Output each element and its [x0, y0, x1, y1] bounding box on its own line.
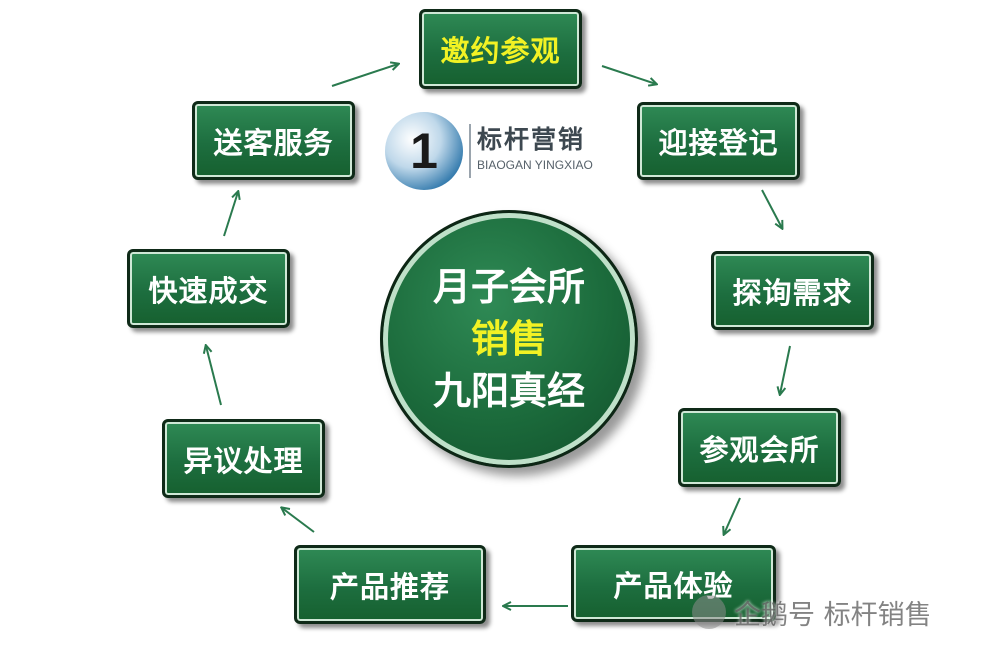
arrow-6 [282, 508, 315, 533]
step-explore-needs: 探询需求 [711, 251, 874, 330]
step-objection-handling: 异议处理 [162, 419, 325, 498]
center-line-1: 月子会所 [432, 265, 585, 309]
step-visit-center: 参观会所 [678, 408, 841, 487]
center-circle: 月子会所 销售 九阳真经 [380, 210, 638, 468]
logo-mark-number: 1 [410, 123, 438, 179]
watermark: 企鹅号 标杆销售 [692, 592, 932, 632]
arrow-3 [780, 345, 791, 394]
logo-mark-icon: 1 [385, 112, 463, 190]
center-line-2: 销售 [470, 317, 547, 361]
logo-divider [469, 124, 471, 178]
step-reception-registration: 迎接登记 [637, 102, 800, 180]
arrow-1 [601, 65, 656, 84]
arrow-7 [206, 346, 222, 406]
step-product-experience: 产品体验 [571, 545, 776, 622]
step-farewell-service: 送客服务 [192, 101, 355, 180]
step-invite-visit: 邀约参观 [419, 9, 582, 89]
arrow-8 [223, 192, 238, 237]
center-line-3: 九阳真经 [432, 369, 585, 413]
step-quick-close: 快速成交 [127, 249, 290, 328]
arrow-2 [761, 189, 782, 228]
logo-name-en: BIAOGAN YINGXIAO [477, 158, 593, 172]
logo-name-cn: 标杆营销 [477, 125, 586, 154]
step-product-recommendation: 产品推荐 [294, 545, 486, 624]
arrow-4 [724, 497, 741, 534]
brand-logo: 1 标杆营销 BIAOGAN YINGXIAO [385, 112, 605, 190]
watermark-text: 企鹅号 标杆销售 [734, 599, 932, 631]
arrow-9 [331, 64, 398, 87]
penguin-icon [692, 595, 726, 629]
